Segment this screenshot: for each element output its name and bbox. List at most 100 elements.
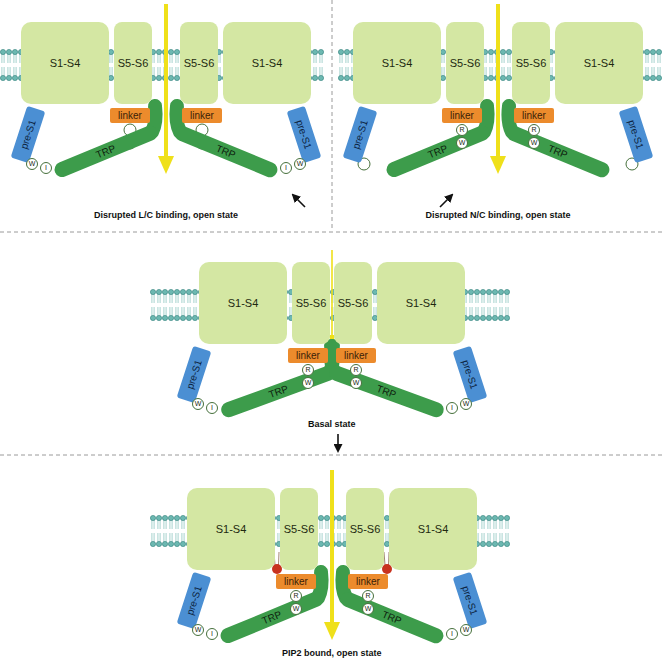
lipid-head (156, 315, 161, 320)
lipid-tail (328, 520, 329, 529)
lipid-head (338, 75, 343, 80)
lipid-head (492, 315, 497, 320)
lipid-tail (175, 294, 176, 303)
node-text: pre-S1 (184, 358, 204, 390)
lipid-head (6, 75, 11, 80)
lipid-tail (184, 294, 185, 303)
lipid-head (156, 49, 161, 54)
pore-domain: S5-S6 (280, 488, 318, 570)
node-text: R (353, 365, 358, 375)
pre-s1-helix: pre-S1 (287, 105, 322, 162)
lipid-tail (507, 54, 508, 63)
node-text: W (305, 378, 312, 388)
lipid-tail (289, 294, 290, 303)
transmembrane-domain: S1-S4 (353, 22, 441, 104)
s4-s5-linker: linker (336, 348, 376, 363)
lipid-tail (109, 67, 110, 76)
lipid-tail (493, 520, 494, 529)
lipid-tail (172, 54, 173, 63)
lipid-tail (478, 533, 479, 542)
ion-flow-arrow (490, 4, 506, 174)
lipid-tail (151, 533, 152, 542)
lipid-tail (169, 54, 170, 63)
node-text: S5-S6 (338, 297, 369, 309)
lipid-head (486, 289, 491, 294)
lipid-head (324, 515, 329, 520)
node-text: linker (118, 110, 142, 121)
lipid-head (12, 49, 17, 54)
lipid-tail (112, 67, 113, 76)
residue-circle: R (456, 124, 468, 136)
lipid-tail (507, 67, 508, 76)
lipid-head (468, 289, 473, 294)
node-text: S1-S4 (228, 297, 259, 309)
pre-s1-helix: pre-S1 (177, 345, 212, 402)
node-text: S5-S6 (118, 57, 149, 69)
residue-circle: I (280, 162, 292, 174)
lipid-tail (112, 54, 113, 63)
lipid-tail (484, 307, 485, 316)
lipid-head (656, 75, 661, 80)
lipid-head (338, 49, 343, 54)
lipid-head (192, 289, 197, 294)
pore-domain: S5-S6 (446, 22, 484, 104)
lipid-head (174, 315, 179, 320)
node-text: S1-S4 (406, 297, 437, 309)
s4-s5-linker: linker (110, 108, 150, 123)
lipid-tail (486, 67, 487, 76)
pore-domain: S5-S6 (512, 22, 550, 104)
lipid-head (6, 49, 11, 54)
lipid-tail (187, 294, 188, 303)
lipid-tail (472, 307, 473, 316)
lipid-head (174, 515, 179, 520)
channel-drawing (0, 4, 661, 640)
lipid-head (440, 75, 445, 80)
lipid-tail (505, 307, 506, 316)
lipid-head (318, 75, 323, 80)
trp-helix: TRP (219, 363, 338, 419)
node-text: pre-S1 (350, 118, 370, 150)
lipid-tail (151, 520, 152, 529)
lipid-tail (492, 54, 493, 63)
residue-circle: W (460, 398, 472, 410)
lipid-head (168, 515, 173, 520)
node-text: linker (190, 110, 214, 121)
lipid-head (168, 541, 173, 546)
lipid-head (486, 541, 491, 546)
lipid-head (650, 49, 655, 54)
lipid-tail (342, 67, 343, 76)
lipid-head (492, 541, 497, 546)
pore-domain: S5-S6 (114, 22, 152, 104)
lipid-head (504, 289, 509, 294)
lipid-head (498, 315, 503, 320)
lipid-tail (499, 533, 500, 542)
lipid-head (318, 541, 323, 546)
lipid-head (440, 49, 445, 54)
lipid-tail (475, 294, 476, 303)
lipid-tail (166, 520, 167, 529)
lipid-tail (552, 54, 553, 63)
lipid-head (488, 49, 493, 54)
lipid-tail (489, 67, 490, 76)
node-text: I (451, 403, 453, 413)
lipid-tail (493, 307, 494, 316)
residue-circle: R (362, 590, 374, 602)
lipid-tail (4, 54, 5, 63)
ion-flow-line (330, 470, 334, 626)
node-text: W (531, 138, 538, 148)
transmembrane-domain: S1-S4 (555, 22, 643, 104)
node-text: TRP (427, 142, 450, 160)
node-text: I (211, 629, 213, 639)
lipid-tail (160, 307, 161, 316)
pre-s1-helix: pre-S1 (453, 571, 488, 628)
node-text: I (211, 403, 213, 413)
lipid-tail (316, 67, 317, 76)
lipid-tail (7, 67, 8, 76)
lipid-head (486, 515, 491, 520)
lipid-head (12, 75, 17, 80)
lipid-tail (157, 54, 158, 63)
lipid-head (498, 541, 503, 546)
lipid-head (488, 75, 493, 80)
lipid-head (486, 315, 491, 320)
lipid-tail (499, 520, 500, 529)
